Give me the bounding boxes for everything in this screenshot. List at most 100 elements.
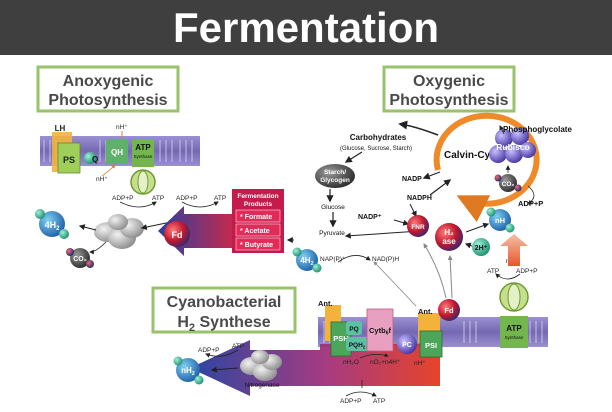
svg-text:2H⁺: 2H⁺ [475, 245, 488, 252]
svg-text:Synthase: Synthase [505, 335, 524, 340]
proton-top-anoxy: nH⁺ [116, 124, 128, 131]
nadph-label: NADPH [407, 195, 432, 202]
pq-molecule: PQ [346, 321, 362, 335]
svg-text:nH2: nH2 [181, 366, 195, 377]
pyruvate-label: Pyruvate [319, 230, 345, 237]
co2-molecule-right: CO₂ [494, 174, 522, 192]
h2-molecule-right: nH [486, 207, 515, 233]
product-formate: * Formate [240, 214, 272, 221]
atp-bottom: ATP [373, 398, 385, 405]
pc-protein: PC [397, 334, 417, 354]
adp-p-right: ADP+P [516, 268, 538, 275]
qh-complex: QH [106, 140, 128, 164]
carbohydrates-label: Carbohydrates [350, 133, 407, 142]
svg-text:Rubisco: Rubisco [496, 142, 530, 152]
title-bar [0, 0, 612, 55]
atp-mid: ATP [214, 195, 226, 202]
adp-p-mid: ADP+P [176, 195, 198, 202]
svg-text:4H2: 4H2 [45, 220, 61, 232]
oxygenic-panel-label: Oxygenic Photosynthesis [382, 65, 516, 113]
svg-text:Fd: Fd [444, 306, 454, 315]
svg-text:FNR: FNR [411, 224, 425, 231]
svg-text:ATP: ATP [506, 324, 522, 333]
svg-text:Anoxygenic: Anoxygenic [63, 73, 154, 90]
ps-complex: PS [57, 142, 81, 174]
svg-text:Fermentation: Fermentation [237, 193, 278, 200]
svg-text:CO₂: CO₂ [502, 181, 515, 188]
rubisco-complex: Rubisco [489, 127, 536, 163]
fnr-enzyme: FNR [407, 215, 429, 237]
oxygen-label: nO₂+n4H⁺ [370, 359, 401, 366]
cyano-atp-synthase: ATP Synthase [499, 282, 529, 348]
svg-text:Photosynthesis: Photosynthesis [389, 92, 508, 109]
h2-molecule-cyano: nH2 [173, 356, 204, 385]
starch-glycogen: Starch/ Glycogen [315, 164, 355, 188]
svg-text:Starch/: Starch/ [324, 169, 346, 176]
svg-text:Cyanobacterial: Cyanobacterial [167, 294, 282, 311]
page-title: Fermentation [173, 4, 439, 51]
svg-text:PQ: PQ [349, 326, 358, 333]
svg-text:nH: nH [495, 216, 505, 225]
svg-text:CO₂: CO₂ [73, 256, 87, 263]
nadp-plus-label: NADP⁺ [358, 214, 382, 221]
svg-text:LH: LH [55, 124, 66, 133]
fermentation-products-box: Fermentation Products * Formate * Acetat… [232, 189, 284, 253]
co2-molecule-left: CO₂ [66, 248, 94, 268]
anoxygenic-panel-label: Anoxygenic Photosynthesis [36, 65, 180, 113]
cytb6f-complex: Cytb6f [366, 308, 394, 352]
svg-text:Ant.: Ant. [318, 299, 333, 308]
cyanobacterial-panel-label: Cyanobacterial H2 Synthese [151, 286, 297, 334]
q-label: Q [92, 155, 98, 164]
svg-text:PSI: PSI [425, 341, 437, 350]
svg-text:PC: PC [402, 342, 412, 349]
two-protons: 2H⁺ [472, 238, 490, 256]
svg-text:PQH2: PQH2 [349, 342, 366, 350]
carbohydrates-sub: (Glucose, Sucrose, Starch) [340, 146, 412, 152]
atp-anoxy: ATP [152, 195, 164, 202]
svg-text:Photosynthesis: Photosynthesis [48, 92, 167, 109]
q-molecule [84, 152, 96, 164]
svg-text:Glycogen: Glycogen [320, 177, 350, 184]
nadp-label: NADP [402, 176, 422, 183]
nitrogenase-label: Nitrogenase [244, 382, 279, 389]
svg-text:Fd: Fd [172, 230, 183, 240]
svg-text:QH: QH [111, 148, 123, 157]
svg-text:PS: PS [63, 155, 75, 165]
proton-bottom-label: nH⁺ [414, 360, 426, 367]
svg-text:ase: ase [442, 237, 456, 246]
proton-left-anoxy: nH⁺ [96, 176, 108, 183]
glucose-label: Glucose [321, 204, 345, 211]
svg-text:H2 Synthese: H2 Synthese [177, 314, 270, 334]
hydrogenase-cloud-left [94, 214, 144, 249]
atp-right: ATP [487, 268, 499, 275]
fd-membrane: Fd [438, 299, 460, 321]
fd-left: Fd [164, 221, 190, 247]
svg-text:Ant.: Ant. [418, 307, 433, 316]
nad-p-h-label: NAD(P)H [372, 256, 399, 263]
adp-p-calvin: ADP+P [518, 199, 543, 208]
product-acetate: * Acetate [240, 228, 270, 235]
h2-molecule-mid: 4H2 [292, 247, 322, 273]
svg-text:PSH: PSH [333, 334, 348, 343]
adp-p-nitro: ADP+P [198, 347, 220, 354]
water-label: nH₂O [343, 359, 359, 366]
pqh2-molecule: PQH2 [346, 337, 370, 351]
svg-text:Oxygenic: Oxygenic [413, 73, 485, 90]
svg-text:Calvin-Cycle: Calvin-Cycle [444, 150, 504, 161]
svg-text:4H2: 4H2 [300, 256, 313, 267]
svg-text:Products: Products [244, 201, 273, 208]
anoxygenic-atp-synthase: ATP Synthase [130, 139, 156, 195]
svg-text:Synthase: Synthase [134, 154, 153, 159]
svg-text:H₂: H₂ [444, 228, 454, 237]
nap-p-label: NAP(P)⁺ [320, 256, 346, 263]
adp-p-anoxy: ADP+P [112, 195, 134, 202]
svg-text:ATP: ATP [135, 143, 151, 152]
nitrogenase-cloud [240, 350, 282, 381]
h2-molecule-left: 4H2 [35, 209, 69, 239]
proton-up-arrow [500, 234, 528, 266]
psi-complex: PSI [419, 330, 443, 358]
phosphoglycolate-label: Phosphoglycolate [503, 125, 572, 134]
svg-text:Cytb6f: Cytb6f [369, 326, 391, 337]
